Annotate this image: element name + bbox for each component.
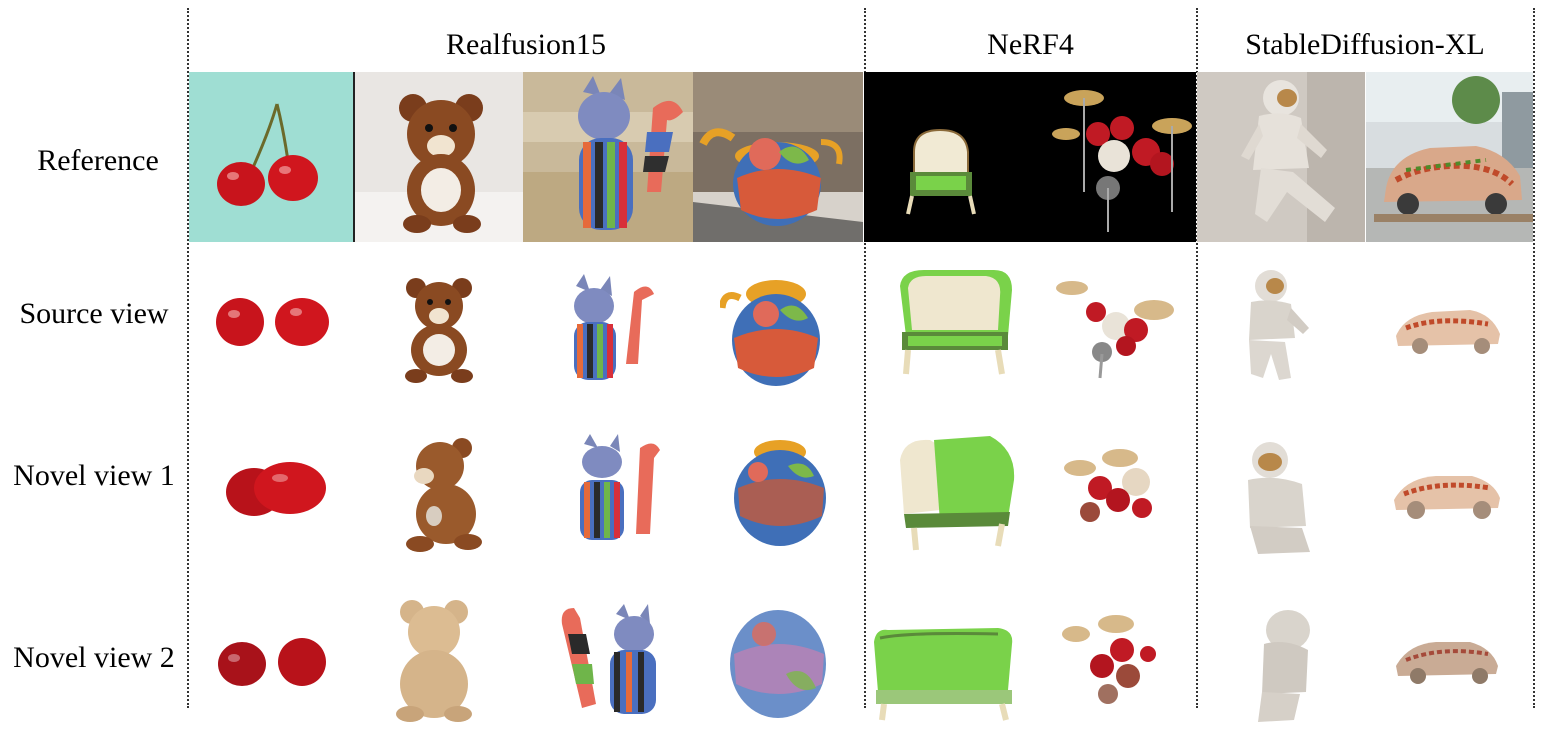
reference-drum-kit-image	[1034, 72, 1196, 242]
reference-teddy-image	[355, 72, 523, 242]
source-food-car	[1392, 298, 1502, 358]
divider-right	[1533, 8, 1535, 708]
novel2-teddy	[384, 598, 484, 724]
row-label-source-view: Source view	[19, 297, 169, 330]
novel1-drum-kit	[1060, 446, 1170, 536]
novel1-armchair	[890, 430, 1020, 556]
row-label-novel-view-1: Novel view 1	[13, 459, 175, 492]
source-cat	[560, 274, 660, 384]
row-label-novel-view-2: Novel view 2	[13, 641, 175, 674]
novel2-astronaut	[1236, 604, 1328, 724]
source-drum-kit	[1050, 268, 1175, 380]
reference-astronaut-image	[1197, 72, 1365, 242]
source-teapot	[720, 268, 832, 390]
group-label-realfusion15: Realfusion15	[446, 28, 606, 61]
novel2-food-car	[1392, 632, 1502, 688]
novel2-cherries	[214, 632, 334, 690]
reference-cherries-image	[189, 72, 354, 242]
novel1-cherries	[218, 460, 330, 520]
novel1-teddy	[398, 436, 488, 554]
group-label-sdxl: StableDiffusion-XL	[1245, 28, 1485, 61]
novel1-cat	[570, 434, 670, 544]
novel1-astronaut	[1230, 434, 1322, 556]
divider-nerf-sdxl	[1196, 8, 1198, 708]
novel2-teapot	[726, 604, 830, 722]
group-label-nerf4: NeRF4	[987, 28, 1074, 61]
source-cherries	[210, 290, 335, 350]
divider-realfusion-nerf	[864, 8, 866, 708]
novel2-armchair	[868, 620, 1018, 724]
novel2-drum-kit	[1058, 610, 1168, 714]
source-teddy	[394, 274, 484, 384]
reference-cat-image	[523, 72, 693, 242]
reference-teapot-image	[693, 72, 863, 242]
reference-armchair-image	[864, 72, 1034, 242]
reference-food-car-image	[1366, 72, 1533, 242]
divider-left	[187, 8, 189, 708]
novel1-food-car	[1390, 464, 1504, 522]
reference-edge-line	[353, 72, 355, 242]
row-label-reference: Reference	[37, 144, 159, 177]
source-armchair	[890, 266, 1016, 378]
source-astronaut	[1225, 268, 1319, 384]
novel2-cat	[556, 604, 662, 718]
novel1-teapot	[728, 436, 832, 550]
